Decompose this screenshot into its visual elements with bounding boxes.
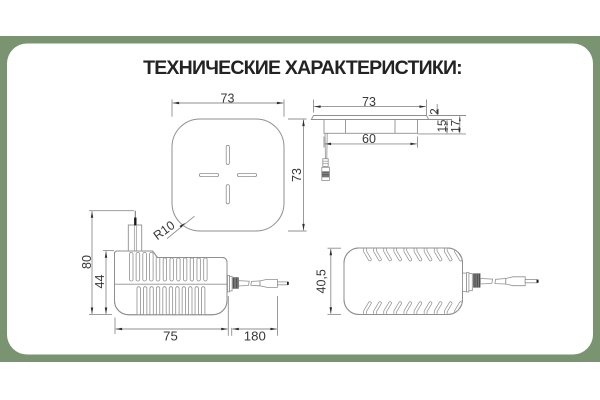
svg-text:ТЕХНИЧЕСКИЕ ХАРАКТЕРИСТИКИ:: ТЕХНИЧЕСКИЕ ХАРАКТЕРИСТИКИ: <box>143 57 462 79</box>
svg-text:180: 180 <box>244 328 266 343</box>
svg-text:73: 73 <box>290 168 304 182</box>
svg-text:73: 73 <box>362 95 376 109</box>
svg-text:60: 60 <box>362 132 376 146</box>
svg-text:15: 15 <box>437 120 449 133</box>
svg-text:75: 75 <box>163 329 178 344</box>
svg-text:17: 17 <box>450 120 462 133</box>
svg-text:80: 80 <box>80 255 94 269</box>
svg-text:73: 73 <box>221 91 235 105</box>
svg-text:40,5: 40,5 <box>315 269 329 293</box>
svg-text:2: 2 <box>430 108 442 114</box>
svg-text:44: 44 <box>93 275 107 289</box>
